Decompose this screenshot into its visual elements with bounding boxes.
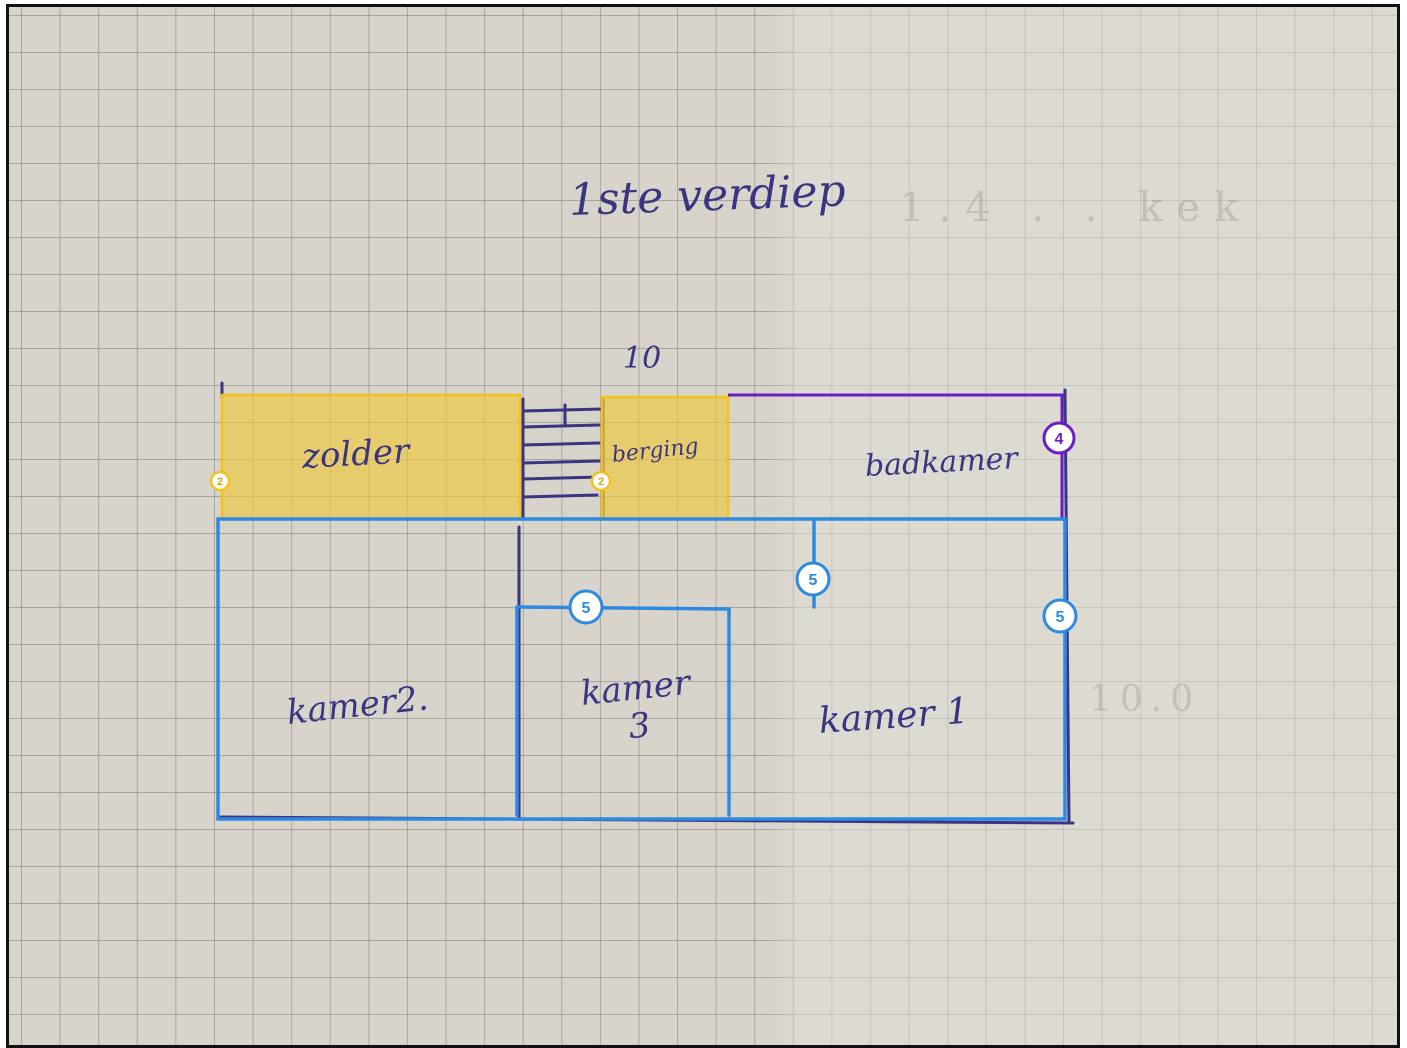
dimension-label: 10: [623, 341, 662, 376]
badge-kamer3[interactable]: 5: [568, 589, 604, 625]
badge-badkamer[interactable]: 4: [1042, 421, 1076, 455]
photo-frame: 1.4 . . kek 10.0 1ste verdiep 10: [6, 4, 1400, 1048]
svg-text:2: 2: [217, 476, 223, 488]
ghost-text-top: 1.4 . . kek: [899, 185, 1253, 231]
blue-walls[interactable]: [216, 517, 1067, 821]
svg-text:5: 5: [809, 572, 818, 589]
badge-zolder[interactable]: 2: [209, 470, 231, 492]
badge-right-wall[interactable]: 5: [1042, 598, 1078, 634]
badge-berging[interactable]: 2: [590, 470, 612, 492]
badkamer-outline[interactable]: [728, 393, 1064, 519]
svg-text:5: 5: [582, 600, 591, 617]
badge-layer: 2 2 4 5 5 5: [209, 421, 1078, 634]
svg-text:5: 5: [1056, 609, 1065, 626]
svg-text:2: 2: [598, 476, 604, 488]
badge-corridor[interactable]: 5: [795, 561, 831, 597]
graph-paper-background: [9, 7, 1397, 1045]
svg-text:4: 4: [1055, 431, 1064, 448]
zolder-area[interactable]: [220, 393, 522, 521]
ghost-text-right: 10.0: [1089, 679, 1202, 720]
